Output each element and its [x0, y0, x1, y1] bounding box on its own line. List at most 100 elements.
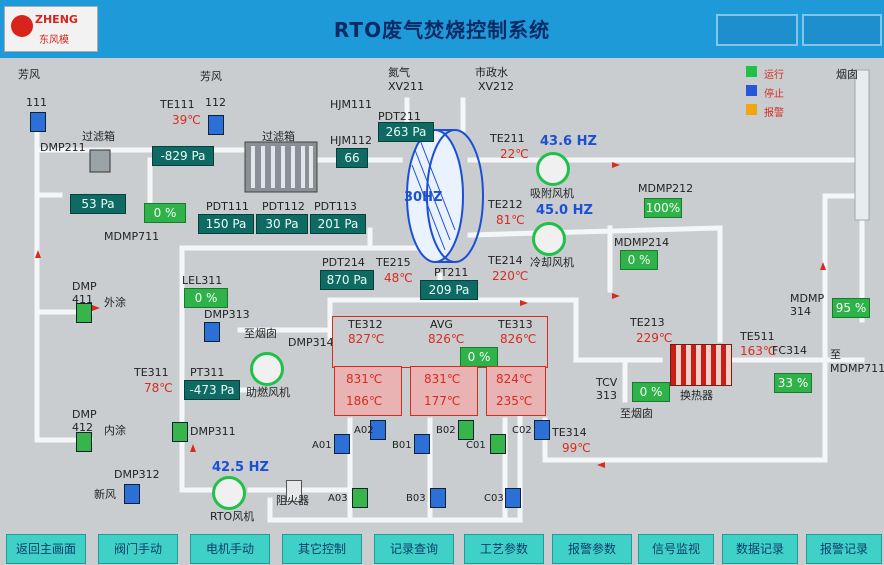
- te211-label: TE211: [490, 132, 525, 145]
- dmp411-label: DMP 411: [72, 280, 97, 306]
- burner-fan-icon[interactable]: [250, 352, 284, 386]
- fc314-value: 33 %: [774, 373, 812, 393]
- tcv313-label: TCV 313: [596, 376, 618, 402]
- fc314-label: FC314: [772, 344, 808, 357]
- mdmp212-label: MDMP212: [638, 182, 694, 195]
- valve-c03[interactable]: [505, 488, 521, 508]
- te212-value: 81℃: [496, 213, 525, 227]
- pdt111-label: PDT111: [206, 200, 249, 213]
- hjm112-label: HJM112: [330, 134, 373, 147]
- signal-monitor-button[interactable]: 信号监视: [638, 534, 714, 564]
- dmp112-tag: 芳风: [200, 70, 222, 83]
- hjm-value: 66: [336, 148, 368, 168]
- c02-label: C02: [512, 425, 532, 436]
- data-record-button[interactable]: 数据记录: [722, 534, 798, 564]
- process-params-button[interactable]: 工艺参数: [464, 534, 544, 564]
- bag-filter-icon: [244, 141, 318, 193]
- pt211-label: PT211: [434, 266, 469, 279]
- dmp314-label: DMP314: [288, 336, 334, 349]
- rto-fan-icon[interactable]: [212, 476, 246, 510]
- te313-value: 826℃: [500, 332, 537, 346]
- main-screen-button[interactable]: 返回主画面: [6, 534, 86, 564]
- inner-label: 内涂: [104, 424, 126, 437]
- cooling-fan-icon[interactable]: [532, 222, 566, 256]
- mdmp214-label: MDMP214: [614, 236, 670, 249]
- logo-subtitle: 东风模: [39, 35, 69, 46]
- valve-a03[interactable]: [352, 488, 368, 508]
- te111-value: 39℃: [172, 113, 201, 127]
- te312-value: 827℃: [348, 332, 385, 346]
- dmp411-valve[interactable]: [76, 303, 92, 323]
- lel311-value: 0 %: [184, 288, 228, 308]
- avg-value: 826℃: [428, 332, 465, 346]
- valve-a01[interactable]: [334, 434, 350, 454]
- te213-value: 229℃: [636, 331, 673, 345]
- te312-label: TE312: [348, 318, 383, 331]
- pre-filter-icon: [89, 149, 111, 173]
- mdmp212-value: 100%: [644, 198, 682, 218]
- record-query-button[interactable]: 记录查询: [374, 534, 454, 564]
- motor-manual-button[interactable]: 电机手动: [190, 534, 270, 564]
- dmp311-label: DMP311: [190, 425, 236, 438]
- outer-label: 外涂: [104, 296, 126, 309]
- alarm-params-button[interactable]: 报警参数: [552, 534, 632, 564]
- dmp111-valve[interactable]: [30, 112, 46, 132]
- valve-c02[interactable]: [534, 420, 550, 440]
- nitrogen-label: 氮气: [388, 66, 410, 79]
- page-title: RTO废气焚烧控制系统: [333, 18, 551, 42]
- c01-label: C01: [466, 440, 486, 451]
- b03-label: B03: [406, 493, 426, 504]
- valve-a02[interactable]: [370, 420, 386, 440]
- bed-a-bottom: 186℃: [346, 394, 383, 408]
- dmp112-valve[interactable]: [208, 115, 224, 135]
- pdt113-value: 201 Pa: [310, 214, 366, 234]
- bed-c-top: 824℃: [496, 372, 533, 386]
- dmp311-valve[interactable]: [172, 422, 188, 442]
- te214-label: TE214: [488, 254, 523, 267]
- dmp312-valve[interactable]: [124, 484, 140, 504]
- pdt211-label: PDT211: [378, 110, 421, 123]
- dmp412-label: DMP 412: [72, 408, 97, 434]
- mdmp711-target-label: 至 MDMP711: [830, 348, 884, 375]
- pt311-label: PT311: [190, 366, 225, 379]
- heat-exchanger-icon: [670, 344, 732, 386]
- valve-c01[interactable]: [490, 434, 506, 454]
- valve-b03[interactable]: [430, 488, 446, 508]
- bed-c: [486, 366, 546, 416]
- valve-b02[interactable]: [458, 420, 474, 440]
- logo-brand: ZHENG: [35, 13, 78, 26]
- bed-pct-value: 0 %: [460, 347, 498, 367]
- tcv313-value: 0 %: [632, 382, 670, 402]
- cooling-fan-speed: 45.0 HZ: [536, 203, 593, 218]
- a03-label: A03: [328, 493, 348, 504]
- valve-b01[interactable]: [414, 434, 430, 454]
- pdt113-label: PDT113: [314, 200, 357, 213]
- dmp412-valve[interactable]: [76, 432, 92, 452]
- rto-fan-label: RTO风机: [210, 510, 255, 523]
- bag-filter-label: 过滤箱: [262, 130, 295, 143]
- b02-label: B02: [436, 425, 456, 436]
- mdmp314-value: 95 %: [832, 298, 870, 318]
- logo-mark-icon: [11, 15, 33, 37]
- te213-label: TE213: [630, 316, 665, 329]
- flame-arrester-icon: [286, 480, 302, 502]
- pdt112-label: PDT112: [262, 200, 305, 213]
- dmp313-label: DMP313: [204, 308, 250, 321]
- alarm-record-button[interactable]: 报警记录: [806, 534, 882, 564]
- mdmp314-label: MDMP 314: [790, 292, 825, 318]
- valve-manual-button[interactable]: 阀门手动: [98, 534, 178, 564]
- te511-label: TE511: [740, 330, 775, 343]
- dmp313-valve[interactable]: [204, 322, 220, 342]
- other-control-button[interactable]: 其它控制: [282, 534, 362, 564]
- dp-left-value: -829 Pa: [152, 146, 214, 166]
- dmp111-label: 111: [26, 96, 47, 109]
- te313-label: TE313: [498, 318, 533, 331]
- legend-running-icon: [746, 66, 757, 77]
- te214-value: 220℃: [492, 269, 529, 283]
- pdt211-value: 263 Pa: [378, 122, 434, 142]
- title-bar: ZHENG 东风模 RTO废气焚烧控制系统: [0, 0, 884, 58]
- flame-arrester-label: 阻火器: [276, 494, 309, 507]
- exhaust-fan-icon[interactable]: [536, 152, 570, 186]
- bed-b-bottom: 177℃: [424, 394, 461, 408]
